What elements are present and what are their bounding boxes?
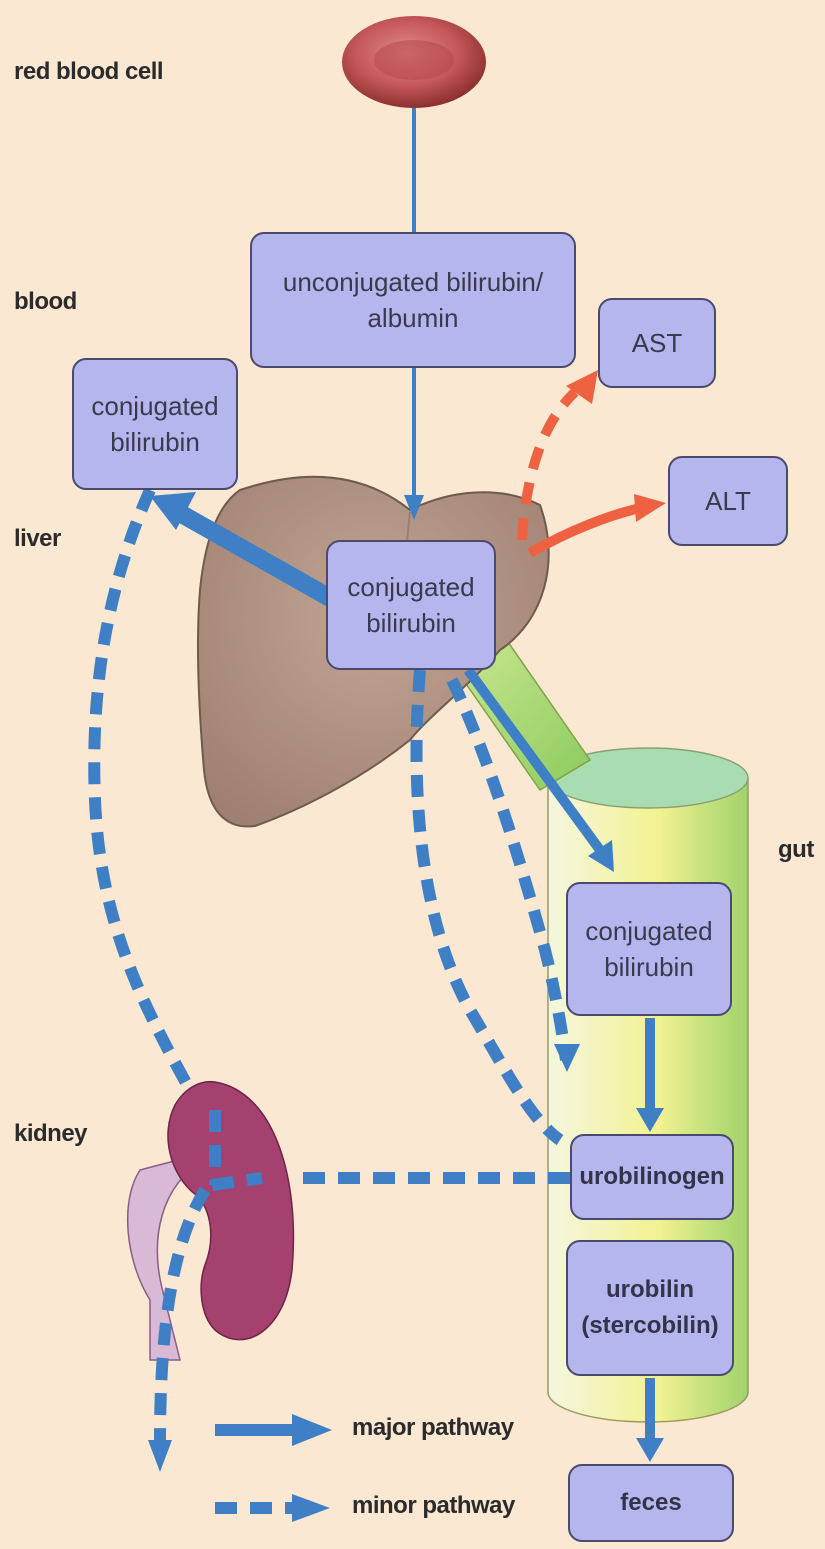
box-urobilin: urobilin (stercobilin) xyxy=(566,1240,734,1376)
box-unconjugated-bilirubin: unconjugated bilirubin/ albumin xyxy=(250,232,576,368)
legend-minor-label: minor pathway xyxy=(352,1492,515,1520)
label-red-blood-cell: red blood cell xyxy=(14,58,163,86)
label-gut: gut xyxy=(778,836,814,864)
box-conjugated-bilirubin-liver: conjugated bilirubin xyxy=(326,540,496,670)
legend-major-arrow xyxy=(215,1414,332,1446)
label-liver: liver xyxy=(14,525,61,553)
red-blood-cell-icon xyxy=(342,16,486,108)
box-urobilinogen: urobilinogen xyxy=(570,1134,734,1220)
label-blood: blood xyxy=(14,288,77,316)
box-ast: AST xyxy=(598,298,716,388)
label-kidney: kidney xyxy=(14,1120,87,1148)
box-conjugated-bilirubin-blood: conjugated bilirubin xyxy=(72,358,238,490)
box-feces: feces xyxy=(568,1464,734,1542)
box-alt: ALT xyxy=(668,456,788,546)
legend-major-label: major pathway xyxy=(352,1414,514,1442)
box-conjugated-bilirubin-gut: conjugated bilirubin xyxy=(566,882,732,1016)
